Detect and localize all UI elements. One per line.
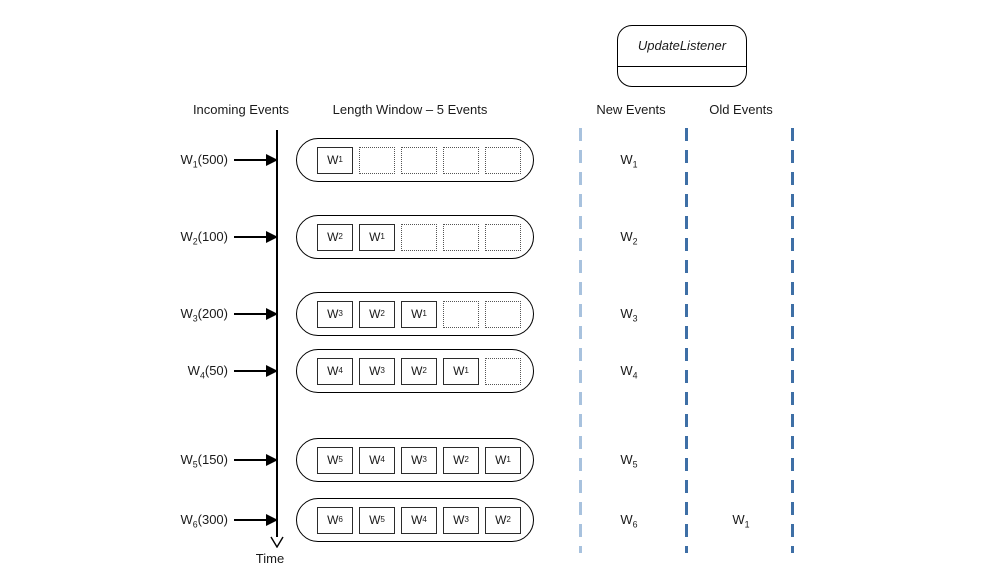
new-event-label: W6 — [620, 512, 638, 530]
window-slot-empty — [401, 146, 437, 174]
new-event-label: W1 — [620, 152, 638, 170]
update-listener-label: UpdateListener — [618, 26, 746, 67]
incoming-arrow-line — [234, 236, 268, 238]
new-event-label: W5 — [620, 452, 638, 470]
incoming-arrow-line — [234, 313, 268, 315]
update-listener-box: UpdateListener — [617, 25, 747, 87]
header-old-events: Old Events — [709, 102, 773, 117]
header-new-events: New Events — [596, 102, 666, 117]
lane-divider-old-right — [791, 128, 794, 553]
incoming-arrow-head-icon — [266, 454, 278, 466]
incoming-arrow-head-icon — [266, 231, 278, 243]
incoming-arrow-line — [234, 159, 268, 161]
incoming-event-label: W6(300) — [180, 512, 228, 530]
update-listener-body — [618, 67, 746, 87]
incoming-event-label: W1(500) — [180, 152, 228, 170]
new-event-label: W4 — [620, 363, 638, 381]
time-axis-arrowhead-icon — [270, 535, 284, 549]
header-length-window: Length Window – 5 Events — [332, 102, 488, 117]
window-slot-empty — [443, 300, 479, 328]
window-slot-empty — [485, 357, 521, 385]
window-slot-empty — [443, 223, 479, 251]
incoming-arrow-line — [234, 459, 268, 461]
incoming-event-label: W5(150) — [180, 452, 228, 470]
window-slot-empty — [485, 300, 521, 328]
window-slot-empty — [359, 146, 395, 174]
incoming-arrow-head-icon — [266, 365, 278, 377]
incoming-arrow-head-icon — [266, 308, 278, 320]
time-axis-line — [276, 130, 278, 537]
lane-divider-new-old — [685, 128, 688, 553]
header-incoming-events: Incoming Events — [192, 102, 290, 117]
incoming-event-label: W4(50) — [187, 363, 228, 381]
lane-divider-window-right — [579, 128, 582, 553]
new-event-label: W2 — [620, 229, 638, 247]
new-event-label: W3 — [620, 306, 638, 324]
window-slot-empty — [443, 146, 479, 174]
incoming-event-label: W3(200) — [180, 306, 228, 324]
old-event-label: W1 — [732, 512, 750, 530]
window-slot-empty — [485, 146, 521, 174]
incoming-arrow-head-icon — [266, 154, 278, 166]
window-slot-empty — [485, 223, 521, 251]
incoming-event-label: W2(100) — [180, 229, 228, 247]
incoming-arrow-head-icon — [266, 514, 278, 526]
incoming-arrow-line — [234, 370, 268, 372]
window-slot-empty — [401, 223, 437, 251]
time-axis-label: Time — [255, 551, 285, 566]
incoming-arrow-line — [234, 519, 268, 521]
